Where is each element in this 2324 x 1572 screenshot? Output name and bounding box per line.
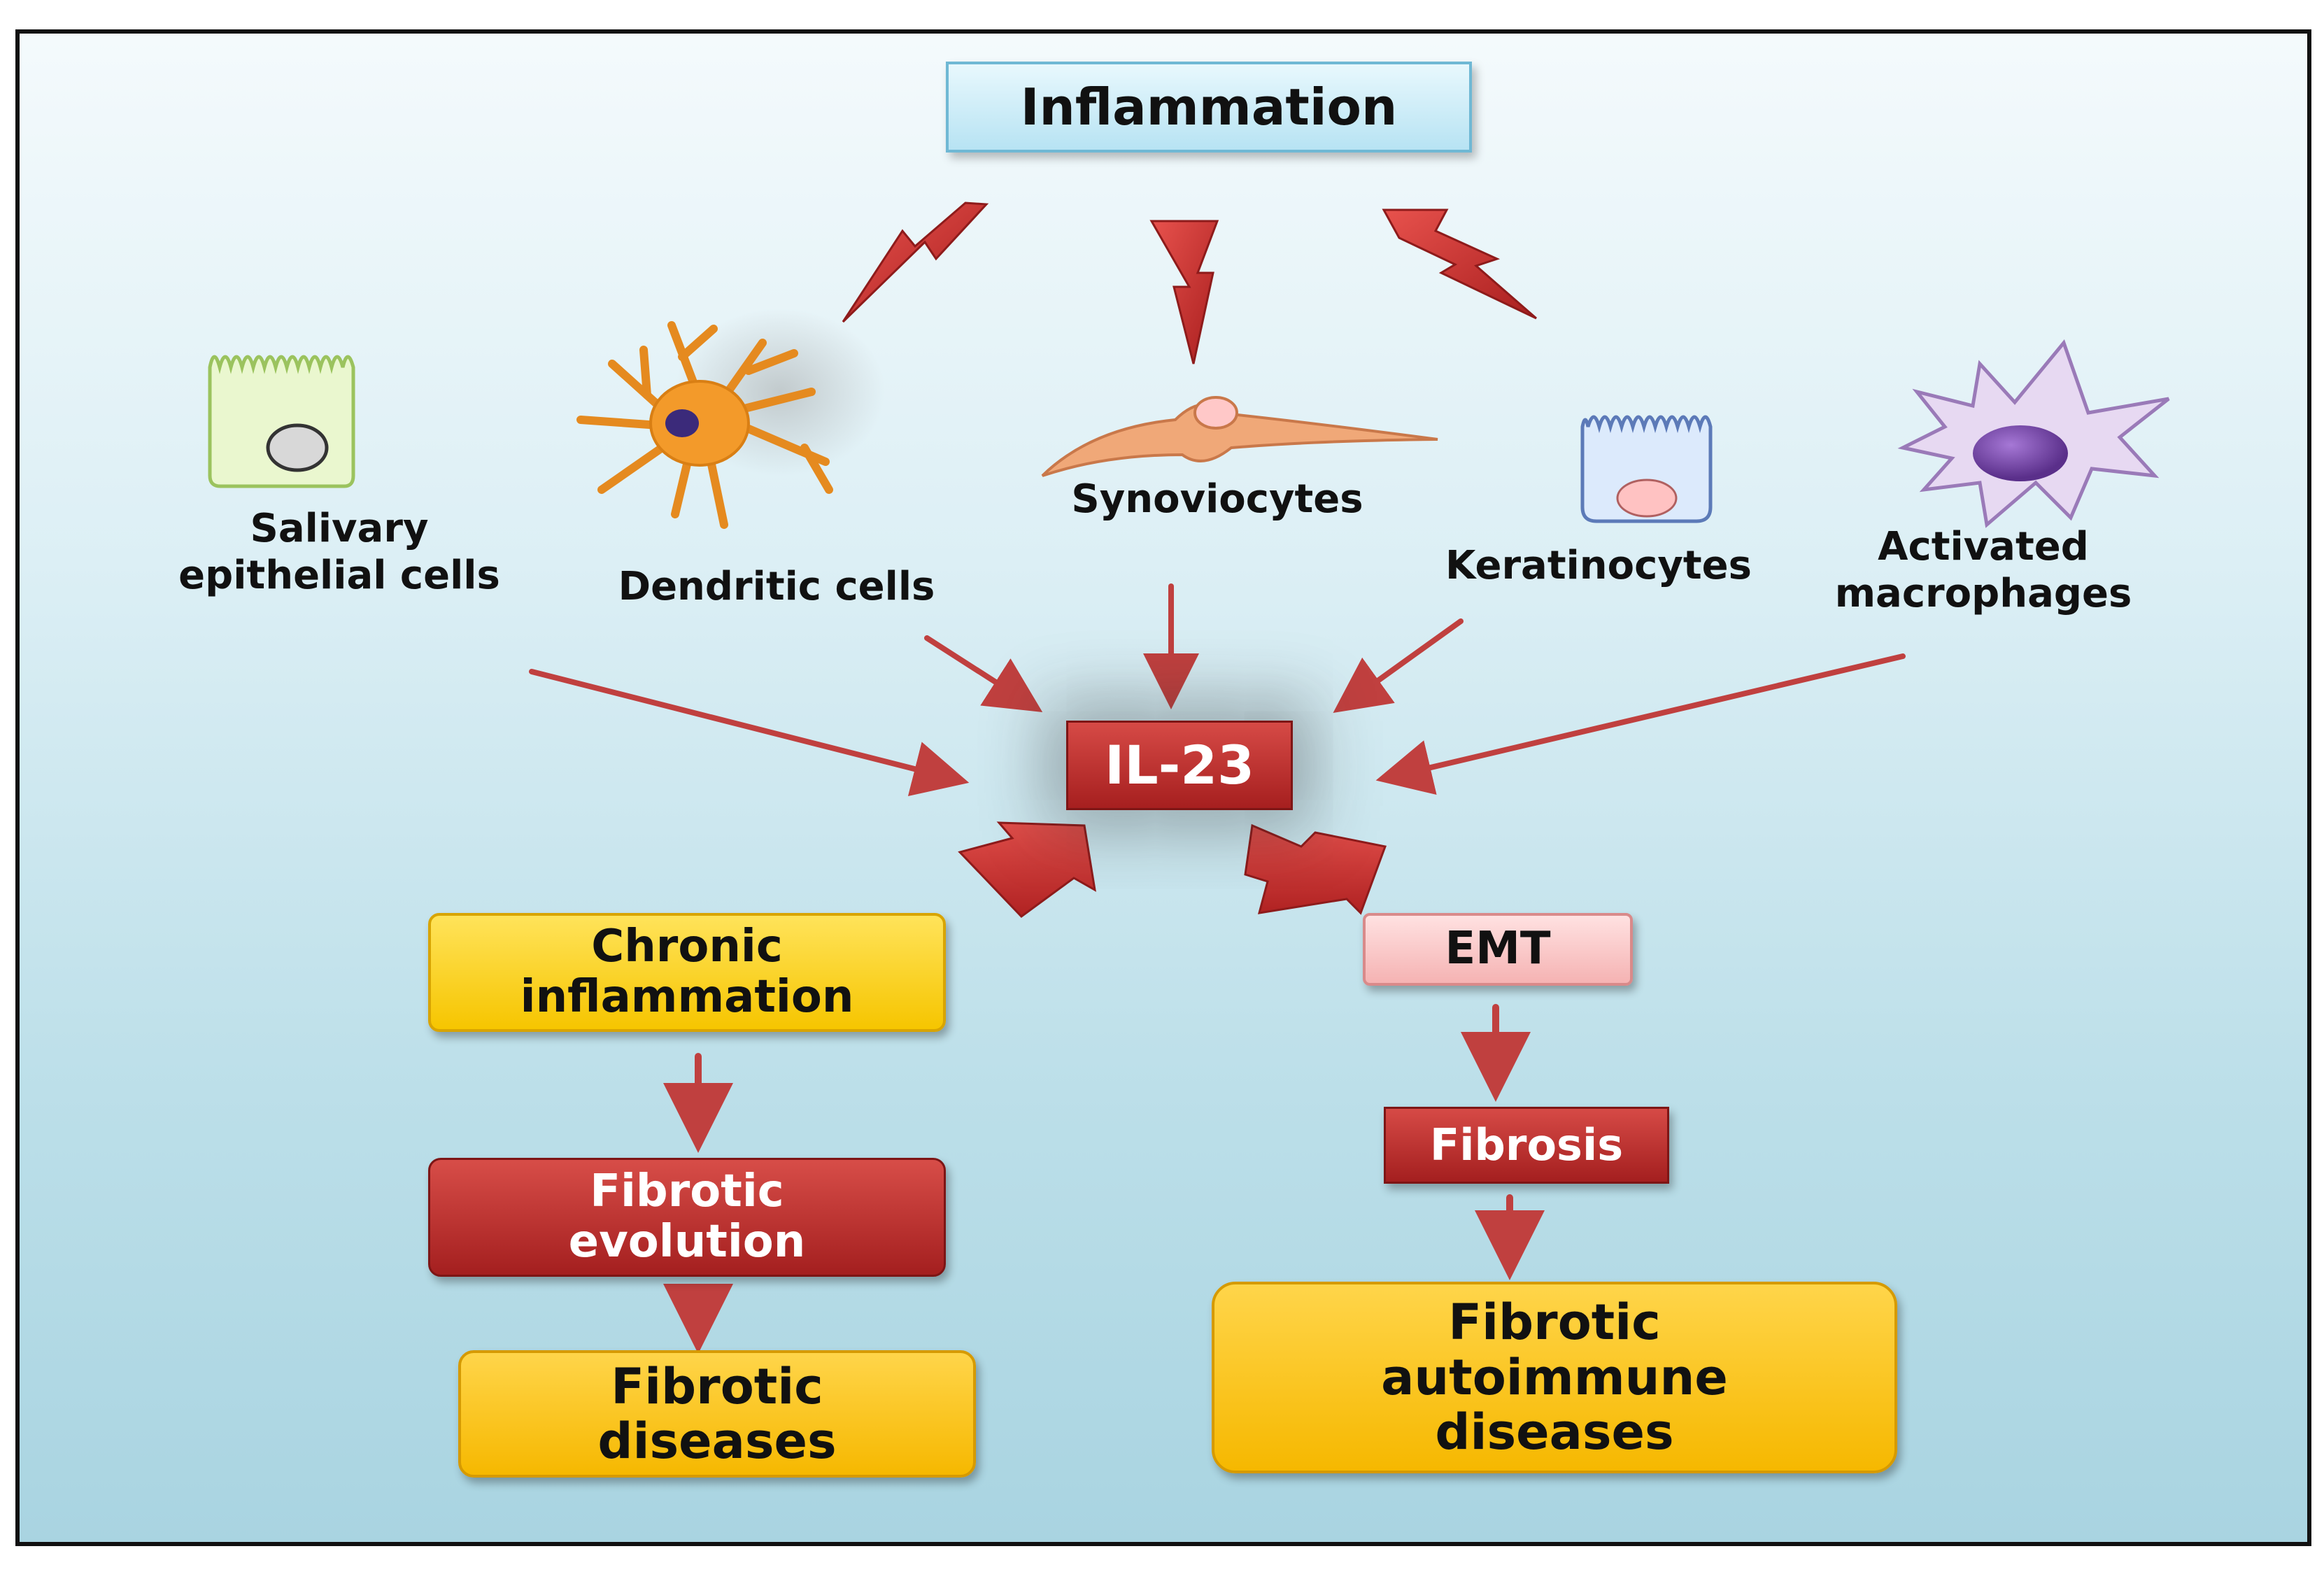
salivary-line-1: Salivary — [250, 506, 429, 551]
emt-box: EMT — [1363, 913, 1633, 986]
evolution-line-2: evolution — [568, 1216, 806, 1268]
autoimmune-line-2: autoimmune — [1381, 1348, 1728, 1406]
lightning-bolt-left — [842, 201, 989, 323]
evolution-line-1: Fibrotic — [590, 1166, 784, 1218]
keratinocytes-text: Keratinocytes — [1445, 543, 1752, 588]
salivary-epithelial-cells-label: Salivary epithelial cells — [143, 505, 535, 599]
arrow-salivary-to-il23 — [529, 669, 970, 796]
fibrotic-evolution-box: Fibrotic evolution — [428, 1158, 946, 1277]
dendritic-text: Dendritic cells — [618, 564, 935, 609]
inflammation-label: Inflammation — [1020, 77, 1398, 136]
salivary-line-2: epithelial cells — [178, 553, 500, 599]
synoviocytes-label: Synoviocytes — [1021, 476, 1413, 523]
lightning-bolt-right — [1382, 208, 1537, 320]
activated-macrophages-label: Activated macrophages — [1787, 523, 2179, 617]
inflammation-box: Inflammation — [946, 62, 1472, 153]
diseases-line-2: diseases — [597, 1412, 837, 1470]
fibrotic-diseases-box: Fibrotic diseases — [458, 1350, 976, 1478]
chevron-arrow-right — [1244, 823, 1387, 915]
activated-macrophage-icon — [1897, 339, 2170, 528]
chronic-line-1: Chronic — [591, 921, 783, 973]
fibrosis-label: Fibrosis — [1429, 1119, 1624, 1171]
dendritic-cell-icon — [576, 308, 885, 529]
diseases-line-1: Fibrotic — [611, 1357, 823, 1415]
salivary-epithelial-cell-icon — [208, 355, 355, 488]
synoviocytes-text: Synoviocytes — [1071, 476, 1363, 522]
arrow-keratinocytes-to-il23 — [1333, 618, 1464, 713]
keratinocytes-label: Keratinocytes — [1403, 542, 1794, 589]
emt-label: EMT — [1445, 923, 1551, 975]
arrow-dendritic-to-il23 — [924, 635, 1043, 712]
lightning-bolt-center — [1149, 220, 1219, 364]
il23-box: IL-23 — [1066, 721, 1293, 810]
chronic-inflammation-box: Chronic inflammation — [428, 913, 946, 1032]
fibrosis-box: Fibrosis — [1384, 1107, 1669, 1184]
keratinocyte-icon — [1580, 415, 1713, 523]
il23-label: IL-23 — [1104, 734, 1254, 797]
chevron-arrow-left — [958, 821, 1096, 918]
autoimmune-line-3: diseases — [1435, 1403, 1674, 1461]
autoimmune-line-1: Fibrotic — [1448, 1294, 1661, 1352]
arrow-macrophages-to-il23 — [1375, 653, 1906, 795]
macrophages-line-2: macrophages — [1834, 571, 2132, 617]
dendritic-cells-label: Dendritic cells — [581, 563, 972, 610]
fibrotic-autoimmune-diseases-box: Fibrotic autoimmune diseases — [1212, 1282, 1897, 1473]
synoviocyte-icon — [1041, 396, 1438, 477]
macrophages-line-1: Activated — [1878, 524, 2089, 569]
chronic-line-2: inflammation — [520, 971, 854, 1023]
